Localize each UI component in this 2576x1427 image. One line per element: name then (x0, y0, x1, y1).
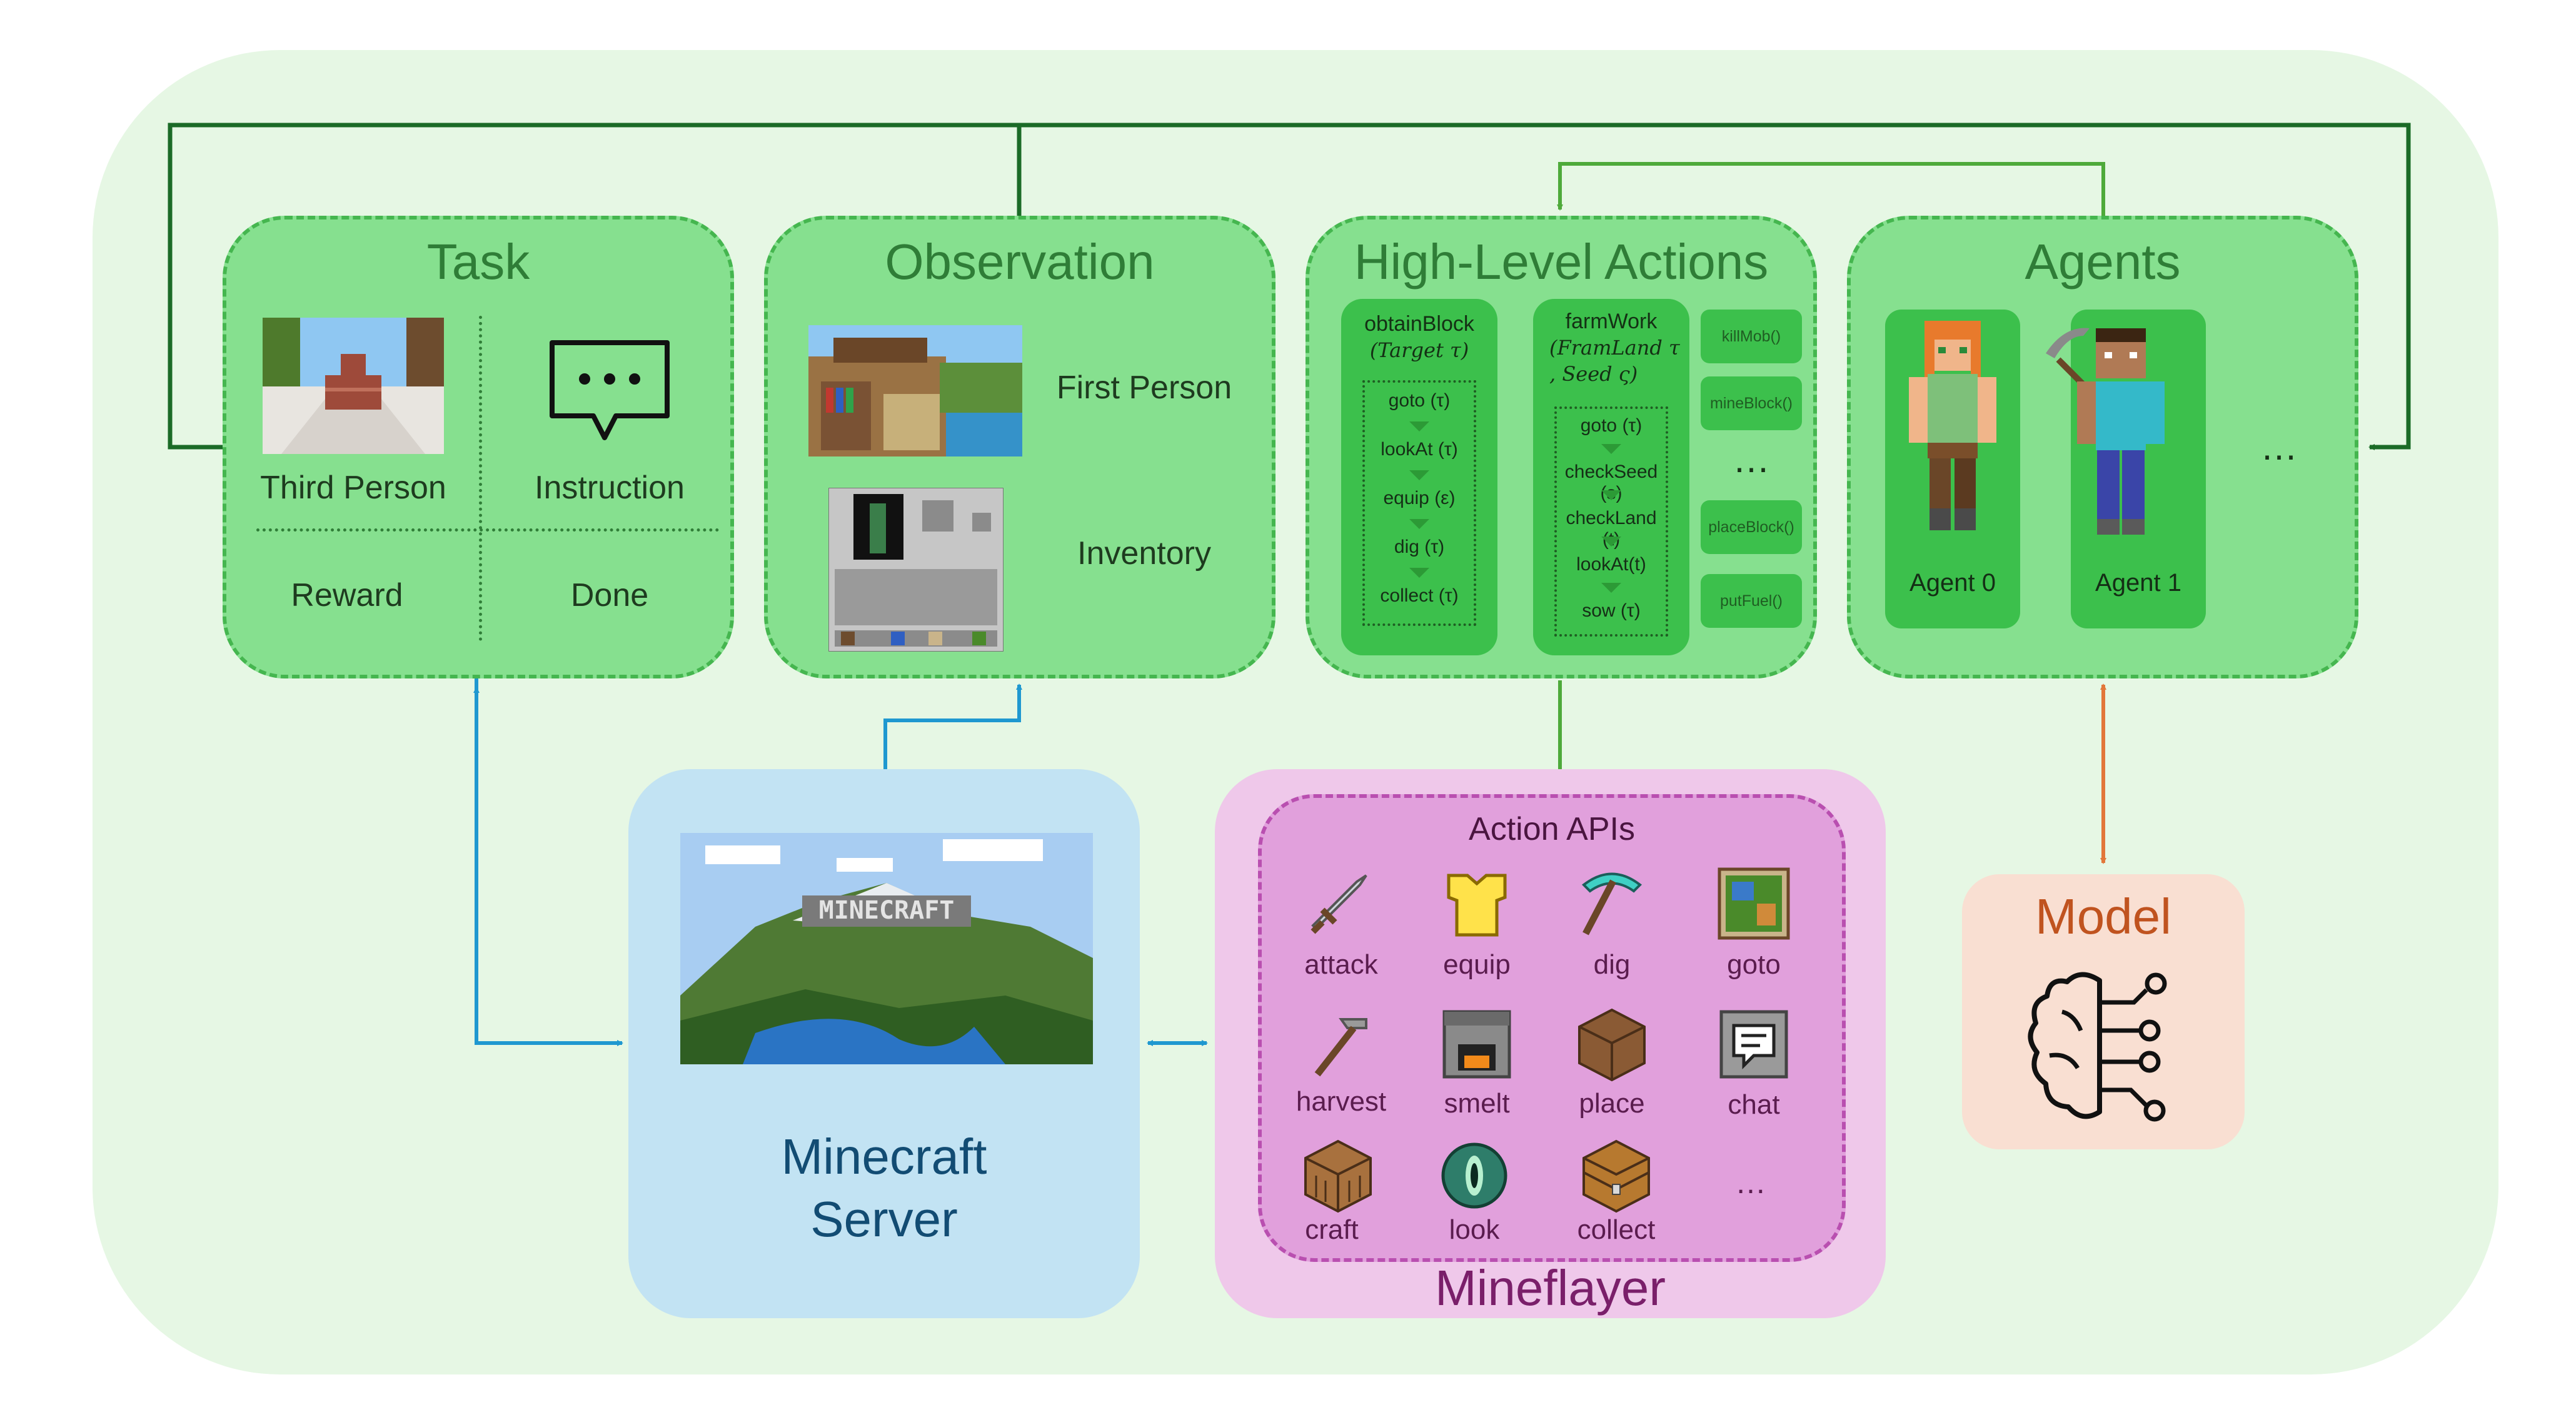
diamond-pickaxe-icon[interactable] (1574, 866, 1649, 941)
agent-0-card[interactable]: Agent 0 (1885, 310, 2020, 628)
done-label: Done (570, 577, 649, 613)
api-equip[interactable]: equip (1443, 949, 1511, 980)
step-arrow (1409, 519, 1429, 529)
agents-title: Agents (2025, 234, 2181, 290)
mineflayer-title: Mineflayer (1434, 1260, 1666, 1316)
api-craft[interactable]: craft (1305, 1214, 1359, 1245)
farm-work-args-2: , Seed ς) (1549, 361, 1638, 386)
model-title: Model (2035, 889, 2171, 944)
inventory-label: Inventory (1077, 535, 1211, 572)
observation-title: Observation (885, 234, 1155, 290)
chat-icon[interactable] (1716, 1007, 1791, 1082)
step-arrow (1601, 444, 1621, 454)
step-arrow (1409, 470, 1429, 480)
chest-icon[interactable] (1579, 1138, 1654, 1213)
farm-step-sow: sow (τ) (1582, 600, 1641, 621)
api-place[interactable]: place (1579, 1088, 1645, 1119)
server-title-line2: Server (810, 1191, 958, 1247)
placeblock-action[interactable]: placeBlock() (1701, 500, 1802, 554)
minecraft-landscape-image: MINECRAFT (680, 833, 1093, 1064)
first-person-image (808, 325, 1022, 456)
putfuel-action[interactable]: putFuel() (1701, 574, 1802, 628)
api-ellipsis: … (1735, 1165, 1766, 1200)
obtain-block-args: (Target τ) (1369, 338, 1469, 363)
agent-1-avatar (2046, 328, 2165, 535)
action-apis-title: Action APIs (1469, 811, 1635, 847)
furnace-icon[interactable] (1439, 1007, 1514, 1082)
third-person-label: Third Person (260, 470, 446, 506)
inventory-image (828, 488, 1004, 652)
api-look[interactable]: look (1449, 1214, 1500, 1245)
mineblock-action[interactable]: mineBlock() (1701, 376, 1802, 430)
model-box: Model (1962, 874, 2245, 1149)
obtain-block-name: obtainBlock (1364, 312, 1474, 336)
step-arrow (1409, 568, 1429, 578)
sword-icon[interactable] (1304, 866, 1379, 941)
obtain-step-lookat: lookAt (τ) (1381, 439, 1458, 460)
dirt-block-icon[interactable] (1574, 1007, 1649, 1082)
task-divider-vertical (479, 316, 482, 641)
farm-work-card: farmWork (FramLand τ , Seed ς) goto (τ) … (1533, 299, 1689, 655)
step-arrow (1601, 490, 1621, 500)
high-level-actions-title: High-Level Actions (1354, 234, 1769, 290)
hoe-icon[interactable] (1304, 1007, 1379, 1082)
step-arrow (1409, 421, 1429, 431)
obtain-block-card: obtainBlock (Target τ) goto (τ) lookAt (… (1341, 299, 1497, 655)
third-person-image (263, 318, 444, 454)
agent-0-label: Agent 0 (1909, 569, 1996, 597)
ender-eye-icon[interactable] (1437, 1138, 1512, 1213)
farm-work-args-1: (FramLand τ (1549, 336, 1680, 360)
task-title: Task (426, 234, 530, 290)
obtain-step-goto: goto (τ) (1388, 390, 1451, 411)
api-attack[interactable]: attack (1304, 949, 1378, 980)
chestplate-icon[interactable] (1439, 866, 1514, 941)
step-arrow (1601, 537, 1621, 547)
farm-work-steps: goto (τ) checkSeed (s) checkLand (t) loo… (1554, 406, 1668, 637)
first-person-label: First Person (1056, 370, 1232, 406)
step-arrow (1601, 583, 1621, 593)
obtain-block-steps: goto (τ) lookAt (τ) equip (ε) dig (τ) co… (1362, 380, 1476, 626)
killmob-action[interactable]: killMob() (1701, 310, 1802, 363)
minecraft-server-title: Minecraft Server (628, 1126, 1140, 1251)
agent-1-label: Agent 1 (2095, 569, 2181, 597)
crafting-table-icon[interactable] (1301, 1138, 1376, 1213)
obtain-step-collect: collect (τ) (1380, 585, 1459, 606)
agents-ellipsis: … (2260, 426, 2298, 468)
api-goto[interactable]: goto (1727, 949, 1781, 980)
api-smelt[interactable]: smelt (1444, 1088, 1510, 1119)
minecraft-logo: MINECRAFT (819, 896, 955, 925)
api-chat[interactable]: chat (1728, 1089, 1780, 1120)
farm-step-goto: goto (τ) (1580, 415, 1643, 436)
map-icon[interactable] (1716, 866, 1791, 941)
brain-circuit-icon (2028, 972, 2167, 1122)
obtain-step-equip: equip (ε) (1383, 488, 1456, 508)
instruction-chat-icon (550, 340, 670, 440)
task-divider-horizontal (256, 528, 719, 532)
api-dig[interactable]: dig (1593, 949, 1631, 980)
api-harvest[interactable]: harvest (1296, 1086, 1387, 1117)
agent-1-card[interactable]: Agent 1 (2046, 310, 2206, 628)
farm-work-name: farmWork (1565, 310, 1658, 333)
obtain-step-dig: dig (τ) (1394, 537, 1445, 557)
instruction-label: Instruction (535, 470, 685, 506)
farm-step-lookat: lookAt(t) (1576, 554, 1646, 575)
api-collect[interactable]: collect (1577, 1214, 1656, 1245)
reward-label: Reward (291, 577, 403, 613)
agent-0-avatar (1909, 321, 1996, 530)
actions-ellipsis: … (1733, 438, 1770, 480)
server-title-line1: Minecraft (781, 1129, 987, 1184)
